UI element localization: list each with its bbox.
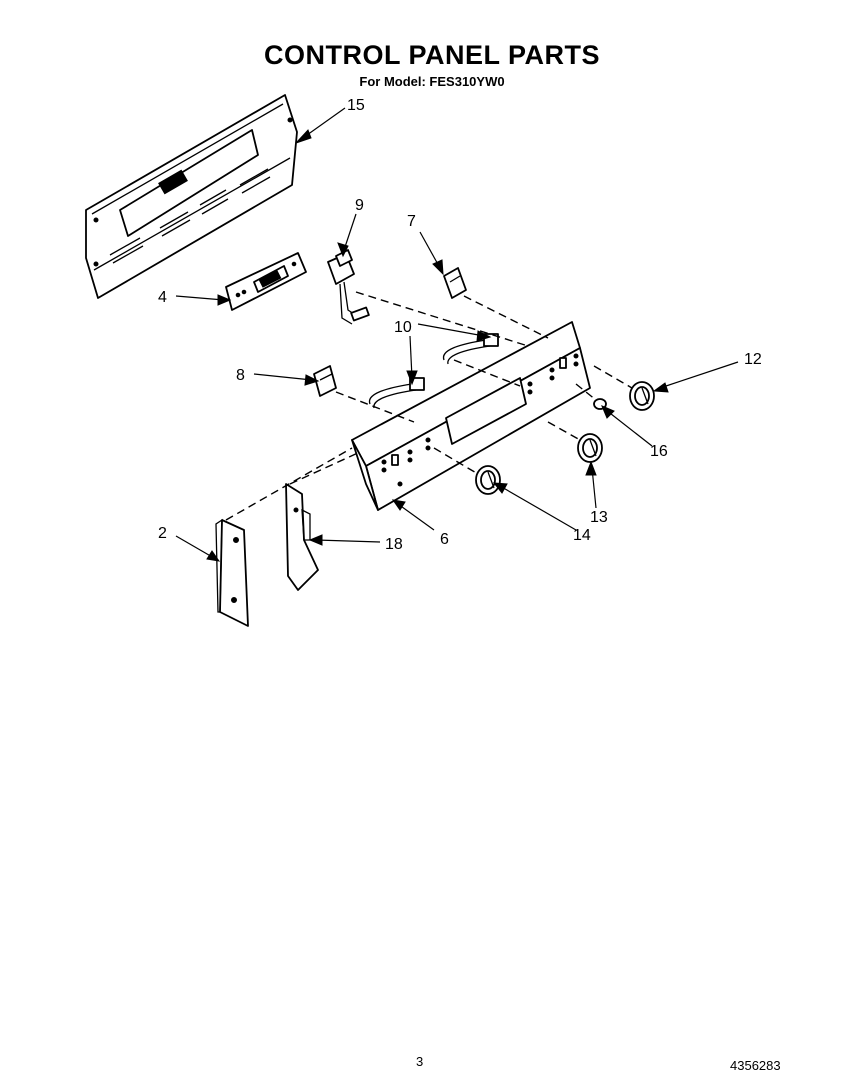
callout-9: 9 [355, 197, 364, 214]
assembly-guide-lines [225, 291, 633, 521]
end-bracket-2-part [215, 518, 249, 627]
callout-7: 7 [407, 213, 416, 230]
knob-12-part [629, 381, 655, 411]
callout-10: 10 [394, 319, 412, 336]
end-bracket-18-part [285, 483, 319, 591]
switch-7-part [443, 267, 467, 299]
rear-panel-part [85, 94, 298, 299]
knob-13-part [577, 433, 603, 463]
knob-14-part [475, 465, 501, 495]
callout-16: 16 [650, 443, 668, 460]
clock-module-part [225, 252, 307, 311]
callout-4: 4 [158, 289, 167, 306]
page-number: 3 [416, 1054, 424, 1069]
switch-8-part [313, 365, 337, 397]
document-number: 4356283 [730, 1058, 781, 1073]
callout-15: 15 [347, 97, 365, 114]
callout-12: 12 [744, 351, 762, 368]
callout-8: 8 [236, 367, 245, 384]
callout-2: 2 [158, 525, 167, 542]
callout-6: 6 [440, 531, 449, 548]
callout-18: 18 [385, 536, 403, 553]
page-title: CONTROL PANEL PARTS [263, 40, 601, 70]
leader-lines [175, 107, 739, 562]
switch-9-part [327, 249, 370, 325]
callout-labels: 15 9 7 4 10 8 12 16 13 14 6 2 18 [158, 97, 762, 553]
control-panel-part [351, 321, 591, 511]
model-subtitle: For Model: FES310YW0 [359, 74, 505, 89]
callout-13: 13 [590, 509, 608, 526]
callout-14: 14 [573, 527, 591, 544]
